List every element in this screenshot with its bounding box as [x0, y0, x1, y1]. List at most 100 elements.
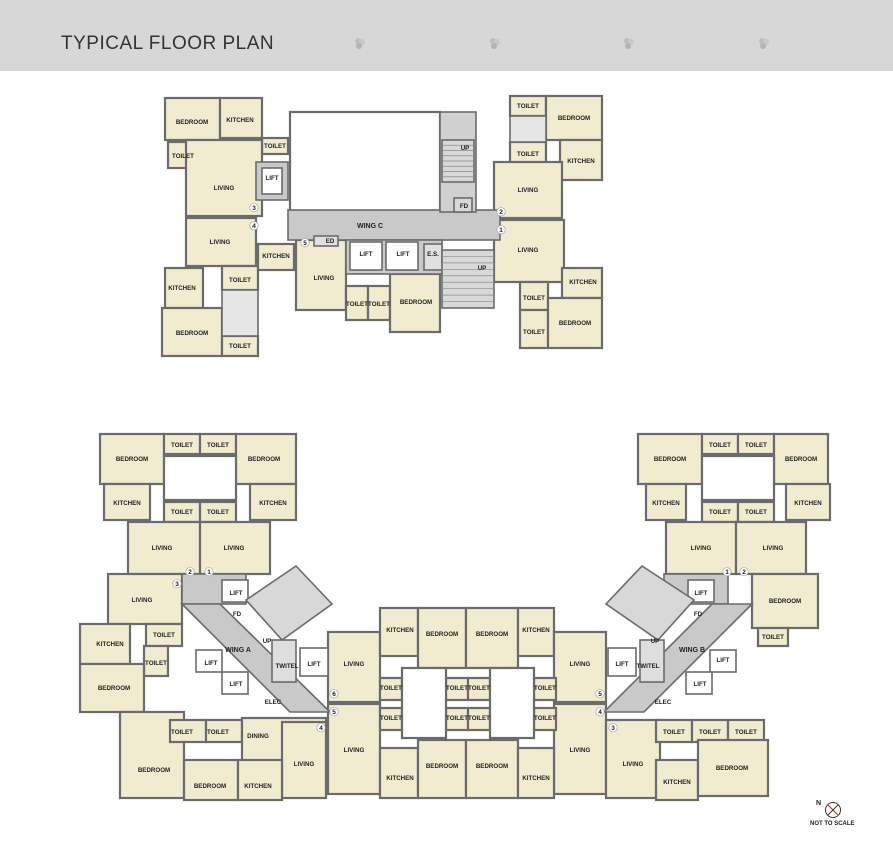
label-toilet: TOILET: [380, 685, 402, 692]
label-toilet: TOILET: [468, 715, 490, 722]
bedroom: [696, 738, 770, 798]
kitchen: [236, 758, 284, 802]
rooms-layer: [78, 94, 832, 802]
flat-number: 2: [499, 209, 503, 216]
kitchen: [558, 138, 604, 182]
bedroom: [416, 606, 468, 670]
flat-number-marker: [316, 723, 326, 733]
label-twitel: TWITEL: [275, 663, 298, 670]
label-kitchen: KITCHEN: [96, 641, 124, 648]
living: [734, 520, 808, 576]
label-living: LIVING: [763, 545, 784, 552]
label-wing-c: WING C: [357, 223, 383, 230]
label-toilet: TOILET: [468, 685, 490, 692]
label-toilet: TOILET: [735, 729, 757, 736]
page-title: TYPICAL FLOOR PLAN: [61, 33, 275, 54]
bedroom: [546, 296, 604, 350]
flat-number: 4: [252, 223, 256, 230]
label-lift: LIFT: [265, 175, 278, 182]
label-toilet: TOILET: [380, 715, 402, 722]
label-kitchen: KITCHEN: [226, 117, 254, 124]
bedroom: [772, 432, 830, 486]
label-bedroom: BEDROOM: [769, 598, 801, 605]
label-toilet: TOILET: [534, 685, 556, 692]
living: [198, 520, 272, 576]
label-lift: LIFT: [307, 661, 320, 668]
label-kitchen: KITCHEN: [794, 500, 822, 507]
label-es: E.S.: [427, 251, 439, 258]
label-lift: LIFT: [693, 681, 706, 688]
shaft: [639, 639, 665, 683]
label-toilet: TOILET: [699, 729, 721, 736]
wing-c-corridor: [287, 209, 501, 241]
flat-number-marker: [608, 723, 618, 733]
label-living: LIVING: [344, 747, 365, 754]
living: [184, 138, 264, 218]
label-bedroom: BEDROOM: [716, 765, 748, 772]
label-kitchen: KITCHEN: [386, 775, 414, 782]
label-living: LIVING: [210, 239, 231, 246]
flat-number-marker: [249, 221, 259, 231]
kitchen: [654, 758, 700, 802]
label-bedroom: BEDROOM: [476, 631, 508, 638]
label-bedroom: BEDROOM: [400, 299, 432, 306]
label-up: UP: [461, 145, 470, 152]
label-lift: LIFT: [359, 251, 372, 258]
flat-number-marker: [595, 689, 605, 699]
label-toilet: TOILET: [171, 442, 193, 449]
duct-void: [400, 666, 448, 740]
lift-shaft: [349, 241, 383, 271]
label-bedroom: BEDROOM: [194, 783, 226, 790]
label-toilet: TOILET: [171, 509, 193, 516]
label-bedroom: BEDROOM: [116, 456, 148, 463]
living: [492, 218, 566, 284]
flat-number-marker: [300, 238, 310, 248]
bedroom: [78, 662, 146, 714]
label-kitchen: KITCHEN: [113, 500, 141, 507]
flat-number: 3: [252, 205, 256, 212]
kitchen: [516, 606, 556, 658]
shaft: [271, 639, 297, 683]
label-lift: LIFT: [615, 661, 628, 668]
bedroom: [160, 306, 224, 358]
label-kitchen: KITCHEN: [522, 627, 550, 634]
label-toilet: TOILET: [517, 151, 539, 158]
lift-shaft: [385, 241, 419, 271]
label-toilet: TOILET: [762, 634, 784, 641]
label-toilet: TOILET: [368, 301, 390, 308]
living: [492, 160, 564, 220]
cores-layer: [162, 110, 776, 740]
label-toilet: TOILET: [229, 343, 251, 350]
toilet: [756, 626, 790, 648]
flat-number: 2: [742, 569, 746, 576]
kitchen: [784, 482, 832, 522]
label-bedroom: BEDROOM: [248, 456, 280, 463]
flat-number-marker: [496, 225, 506, 235]
label-bedroom: BEDROOM: [426, 763, 458, 770]
label-bedroom: BEDROOM: [476, 763, 508, 770]
label-toilet: TOILET: [145, 660, 167, 667]
flat-number-marker: [185, 567, 195, 577]
label-bedroom: BEDROOM: [654, 456, 686, 463]
label-living: LIVING: [224, 545, 245, 552]
label-toilet: TOILET: [446, 715, 468, 722]
north-compass: N NOT TO SCALE: [810, 797, 870, 837]
lift-shaft: [299, 647, 329, 677]
label-living: LIVING: [570, 661, 591, 668]
flat-number-marker: [329, 689, 339, 699]
flat-number: 4: [598, 709, 602, 716]
scale-note: NOT TO SCALE: [810, 821, 855, 827]
living: [664, 520, 738, 576]
kitchen: [516, 746, 556, 800]
flat-number: 3: [175, 581, 179, 588]
staircase: [441, 249, 495, 309]
flat-number-marker: [595, 707, 605, 717]
flat-number-marker: [496, 207, 506, 217]
duct: [509, 115, 547, 143]
central-courtyard: [288, 110, 442, 214]
living: [184, 216, 258, 268]
flower-icon: [759, 38, 769, 49]
label-toilet: TOILET: [663, 729, 685, 736]
